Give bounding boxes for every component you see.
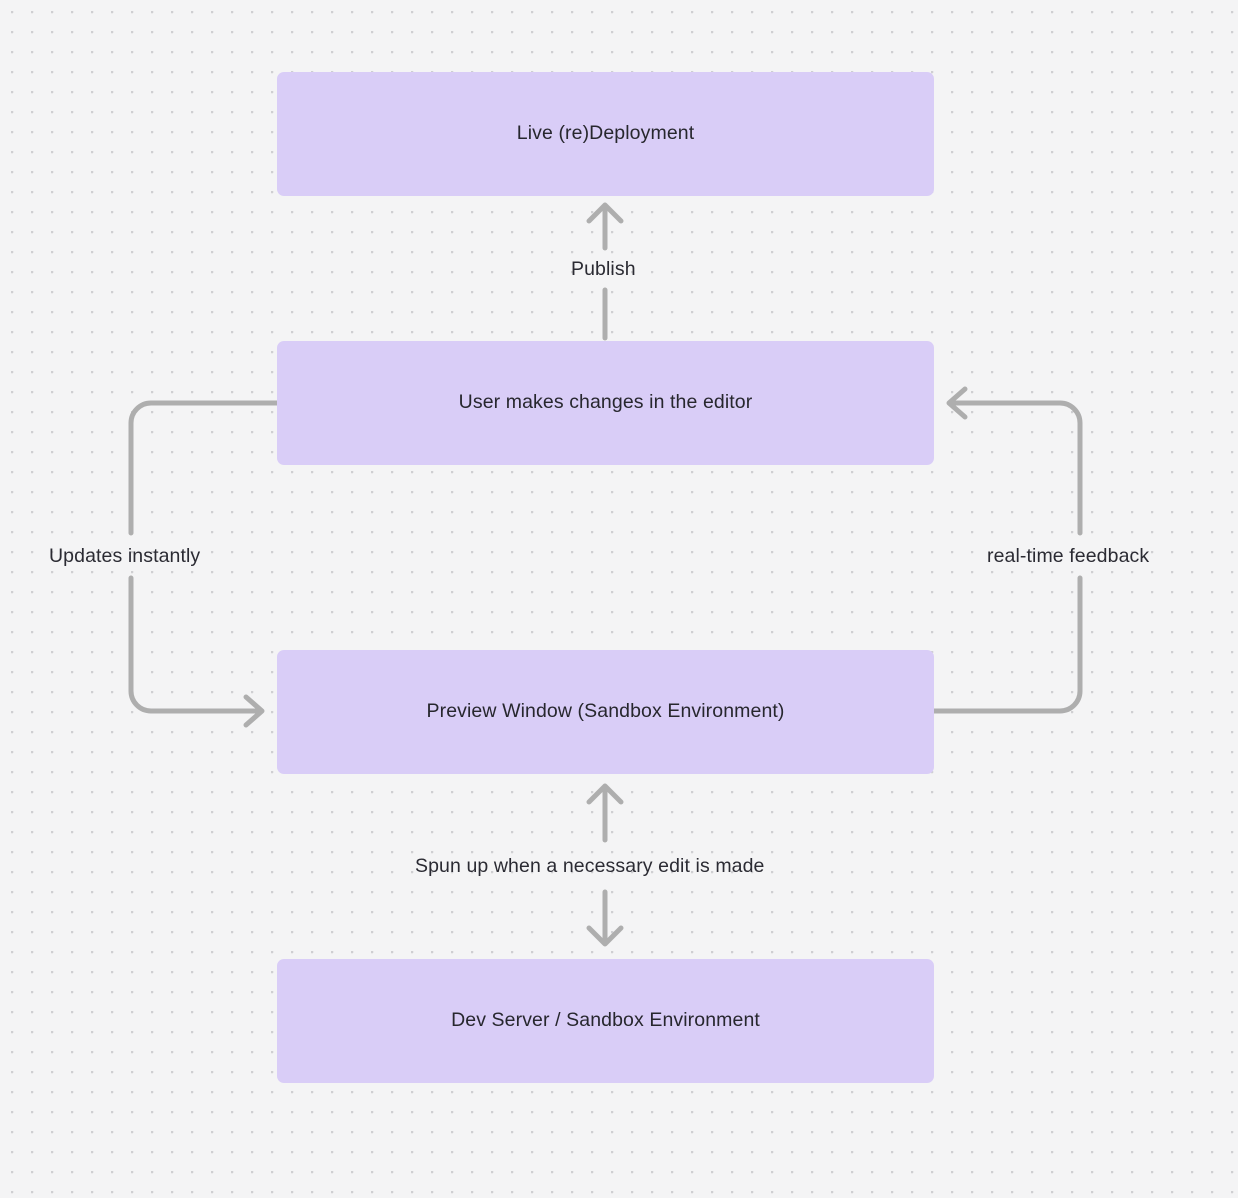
edge-updates-arrowhead-right — [243, 694, 265, 728]
edge-realtime-arrowhead-left — [946, 386, 968, 420]
node-live-redeployment[interactable]: Live (re)Deployment — [277, 72, 934, 196]
edge-updates-upper-path — [128, 400, 280, 536]
node-live-redeployment-label: Live (re)Deployment — [516, 122, 695, 145]
node-dev-server-label: Dev Server / Sandbox Environment — [451, 1009, 760, 1032]
edge-updates-lower-path — [128, 575, 261, 714]
edge-label-publish: Publish — [571, 258, 636, 280]
node-dev-server[interactable]: Dev Server / Sandbox Environment — [277, 959, 934, 1083]
edge-label-real-time-feedback: real-time feedback — [987, 545, 1150, 567]
edge-spunup-arrowhead-up — [586, 783, 624, 805]
node-preview-window[interactable]: Preview Window (Sandbox Environment) — [277, 650, 934, 774]
node-user-makes-changes[interactable]: User makes changes in the editor — [277, 341, 934, 465]
edge-spunup-arrowhead-down — [586, 925, 624, 947]
edge-label-spun-up: Spun up when a necessary edit is made — [415, 855, 765, 877]
node-user-makes-changes-label: User makes changes in the editor — [458, 391, 753, 414]
edge-label-updates-instantly: Updates instantly — [49, 545, 201, 567]
edge-publish-arrowhead-up — [586, 202, 624, 224]
node-preview-window-label: Preview Window (Sandbox Environment) — [426, 700, 785, 723]
edge-realtime-upper-path — [950, 400, 1083, 536]
edge-realtime-lower-path — [931, 575, 1083, 714]
